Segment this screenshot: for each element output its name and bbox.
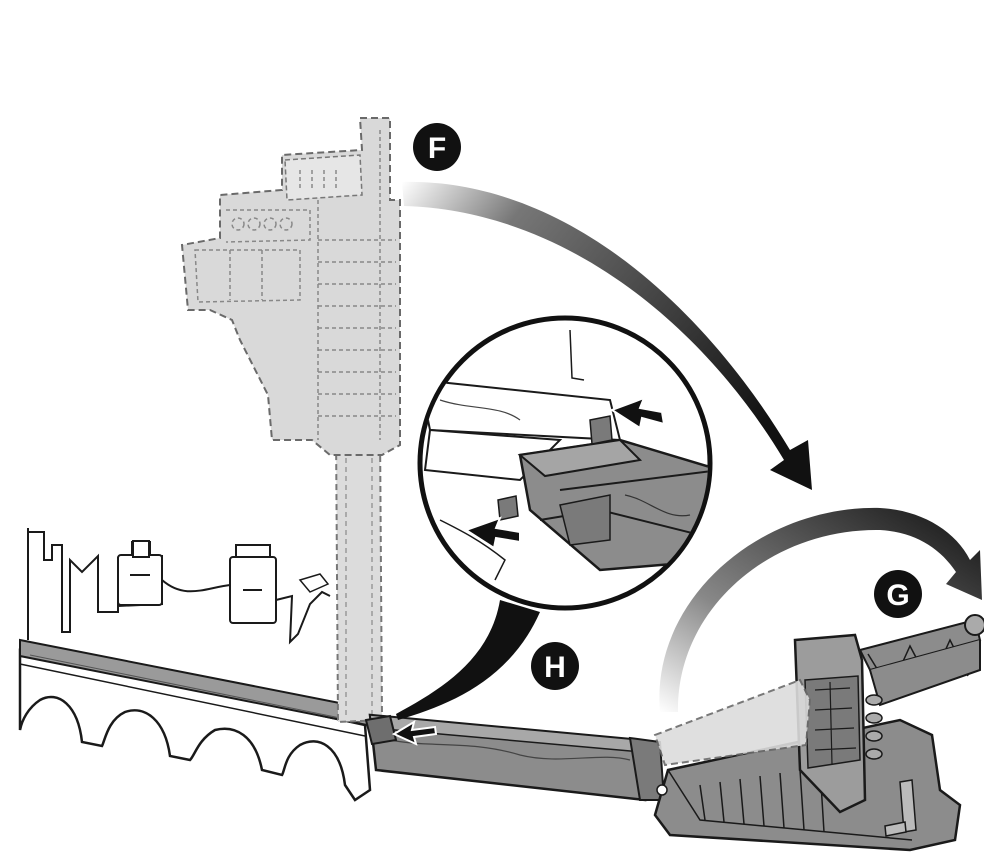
track-piece: [364, 713, 666, 802]
rotate-arrow-icon: [659, 507, 982, 712]
step-label-g: G: [886, 579, 909, 612]
step-badge-h: H: [531, 642, 579, 690]
step-label-f: F: [428, 132, 446, 165]
step-badge-g: G: [874, 570, 922, 618]
ghost-tower-piece: [180, 117, 401, 724]
step-label-h: H: [544, 651, 566, 684]
push-arrow-icon: [391, 719, 438, 746]
launcher-base: [653, 614, 984, 852]
viaduct-bridge: [18, 528, 374, 802]
step-badge-f: F: [413, 123, 461, 171]
zoom-detail-circle: [417, 315, 713, 611]
callout-pointer: [396, 600, 540, 720]
